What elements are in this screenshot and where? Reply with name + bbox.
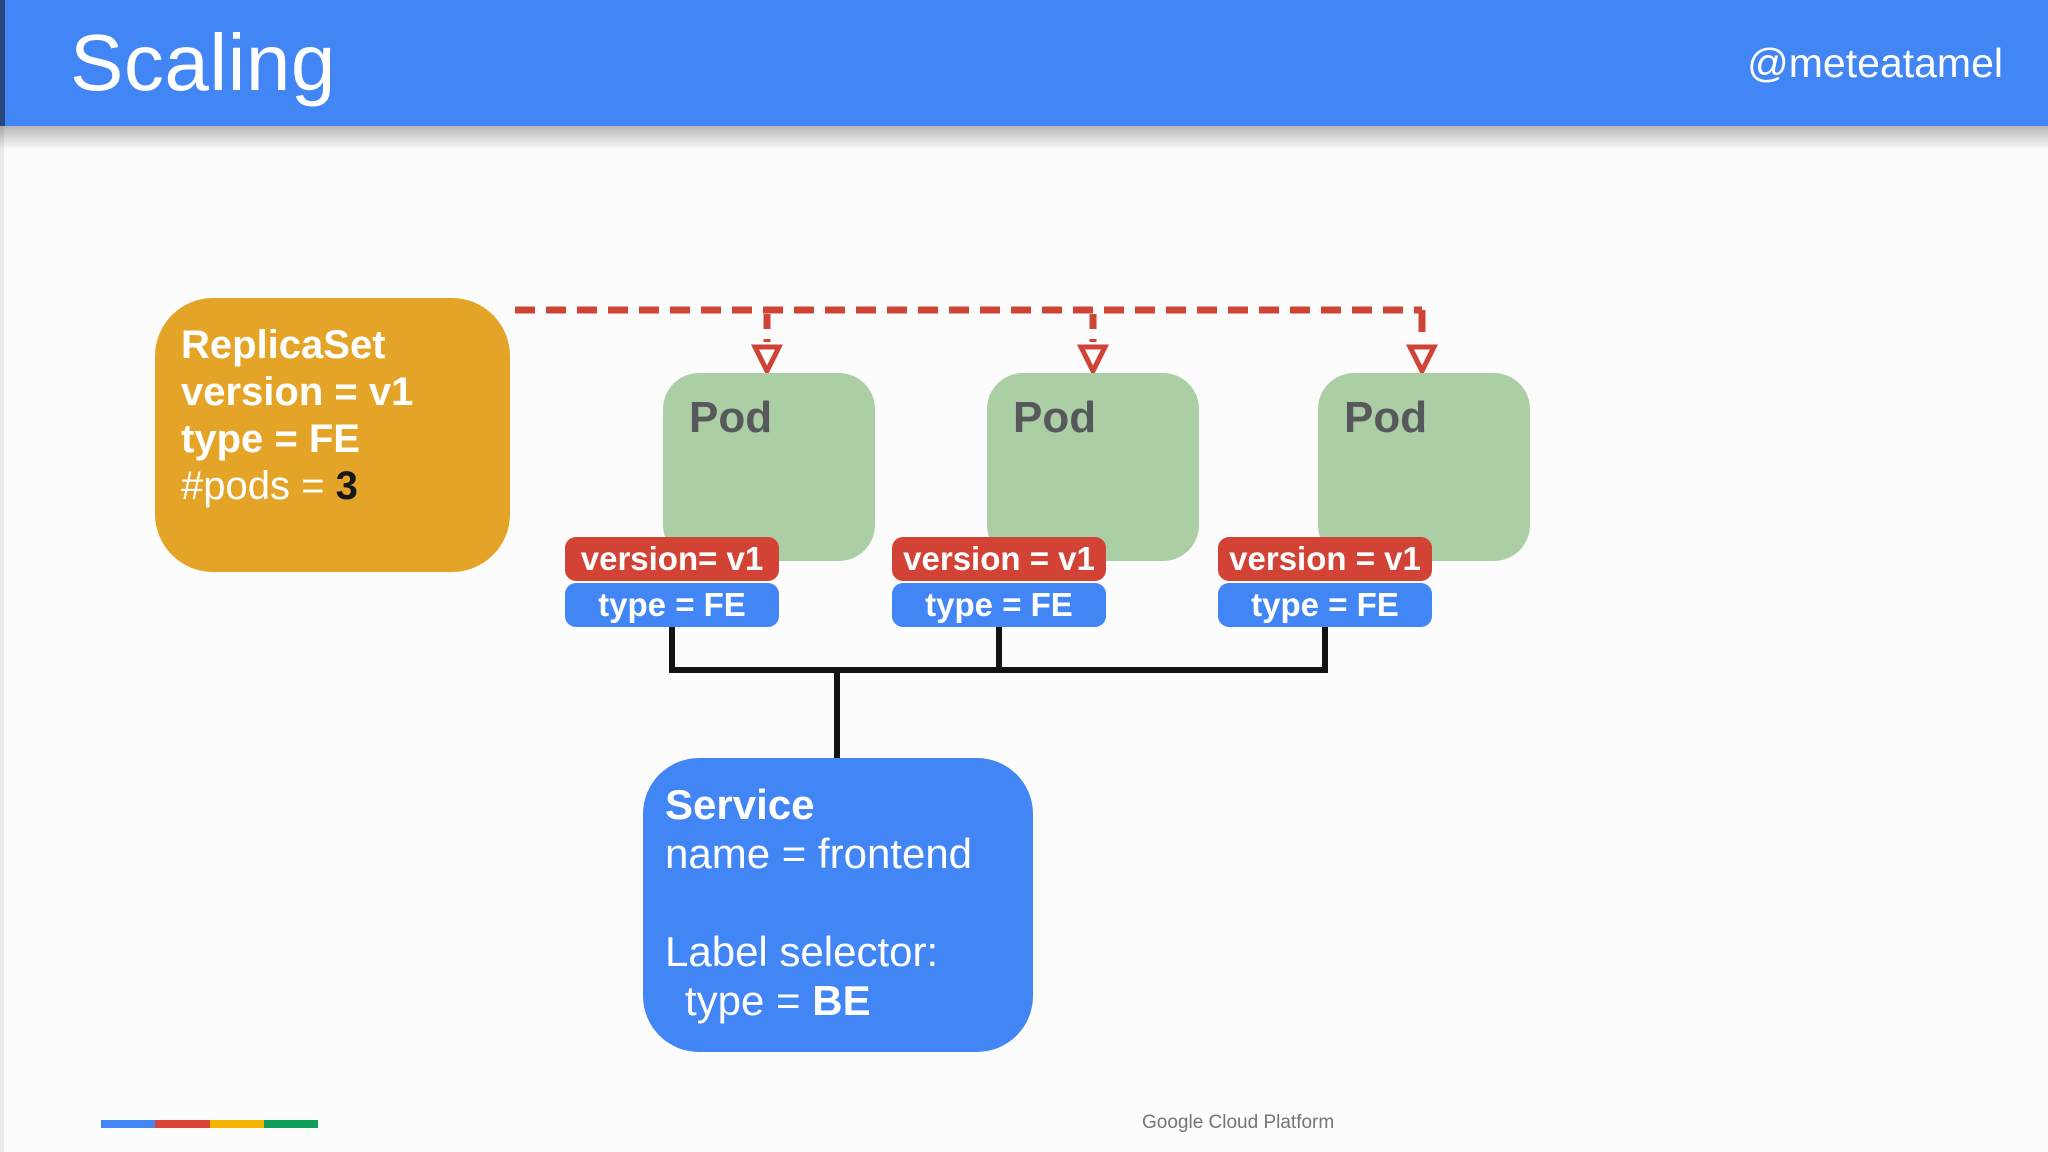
header-bar: Scaling @meteatamel	[0, 0, 2048, 126]
replicaset-title: ReplicaSet	[181, 323, 386, 367]
replicaset-version-line: version = v1	[181, 370, 414, 414]
pod3-title: Pod	[1344, 393, 1428, 442]
pod1-version-label: version= v1	[565, 537, 779, 581]
service-selector-heading: Label selector:	[665, 928, 939, 975]
replicaset-pods-count: 3	[335, 464, 358, 508]
header-shadow	[0, 126, 2048, 150]
replicaset-box: ReplicaSet version = v1 type = FE #pods …	[155, 298, 510, 572]
replicaset-pods-line: #pods = 3	[181, 463, 510, 510]
replicaset-pods-label: #pods =	[181, 464, 336, 508]
left-edge-strip-light	[0, 126, 4, 1152]
brand-text: Google Cloud Platform	[1142, 1112, 1335, 1133]
service-spacer	[665, 878, 1033, 927]
replicaset-type-line: type = FE	[181, 417, 360, 461]
service-title: Service	[665, 781, 815, 828]
service-selector-label: type =	[685, 977, 813, 1024]
arrowhead-pod2-icon	[1076, 344, 1110, 377]
bar-segment-red	[155, 1120, 210, 1128]
arrowhead-pod1-icon	[750, 344, 784, 377]
service-name-line: name = frontend	[665, 830, 973, 877]
twitter-handle: @meteatamel	[1747, 39, 2003, 86]
pod2-type-label: type = FE	[892, 583, 1106, 627]
bar-segment-yellow	[209, 1120, 264, 1128]
pod2-title: Pod	[1013, 393, 1097, 442]
bar-segment-blue	[101, 1120, 156, 1128]
service-selector-value: BE	[812, 977, 871, 1024]
pod1-title: Pod	[689, 393, 773, 442]
left-edge-strip-dark	[0, 0, 5, 126]
pod1-box: Pod	[663, 373, 875, 561]
arrowhead-pod3-icon	[1405, 344, 1439, 377]
pod2-version-label: version = v1	[892, 537, 1106, 581]
google-colors-bar	[101, 1120, 318, 1128]
pod3-box: Pod	[1318, 373, 1530, 561]
bar-segment-green	[263, 1120, 318, 1128]
pod3-type-label: type = FE	[1218, 583, 1432, 627]
pod3-version-label: version = v1	[1218, 537, 1432, 581]
pod1-type-label: type = FE	[565, 583, 779, 627]
service-box: Service name = frontend Label selector: …	[643, 758, 1033, 1052]
page-title: Scaling	[70, 18, 336, 107]
pod2-box: Pod	[987, 373, 1199, 561]
service-selector-line: type = BE	[665, 976, 1033, 1025]
